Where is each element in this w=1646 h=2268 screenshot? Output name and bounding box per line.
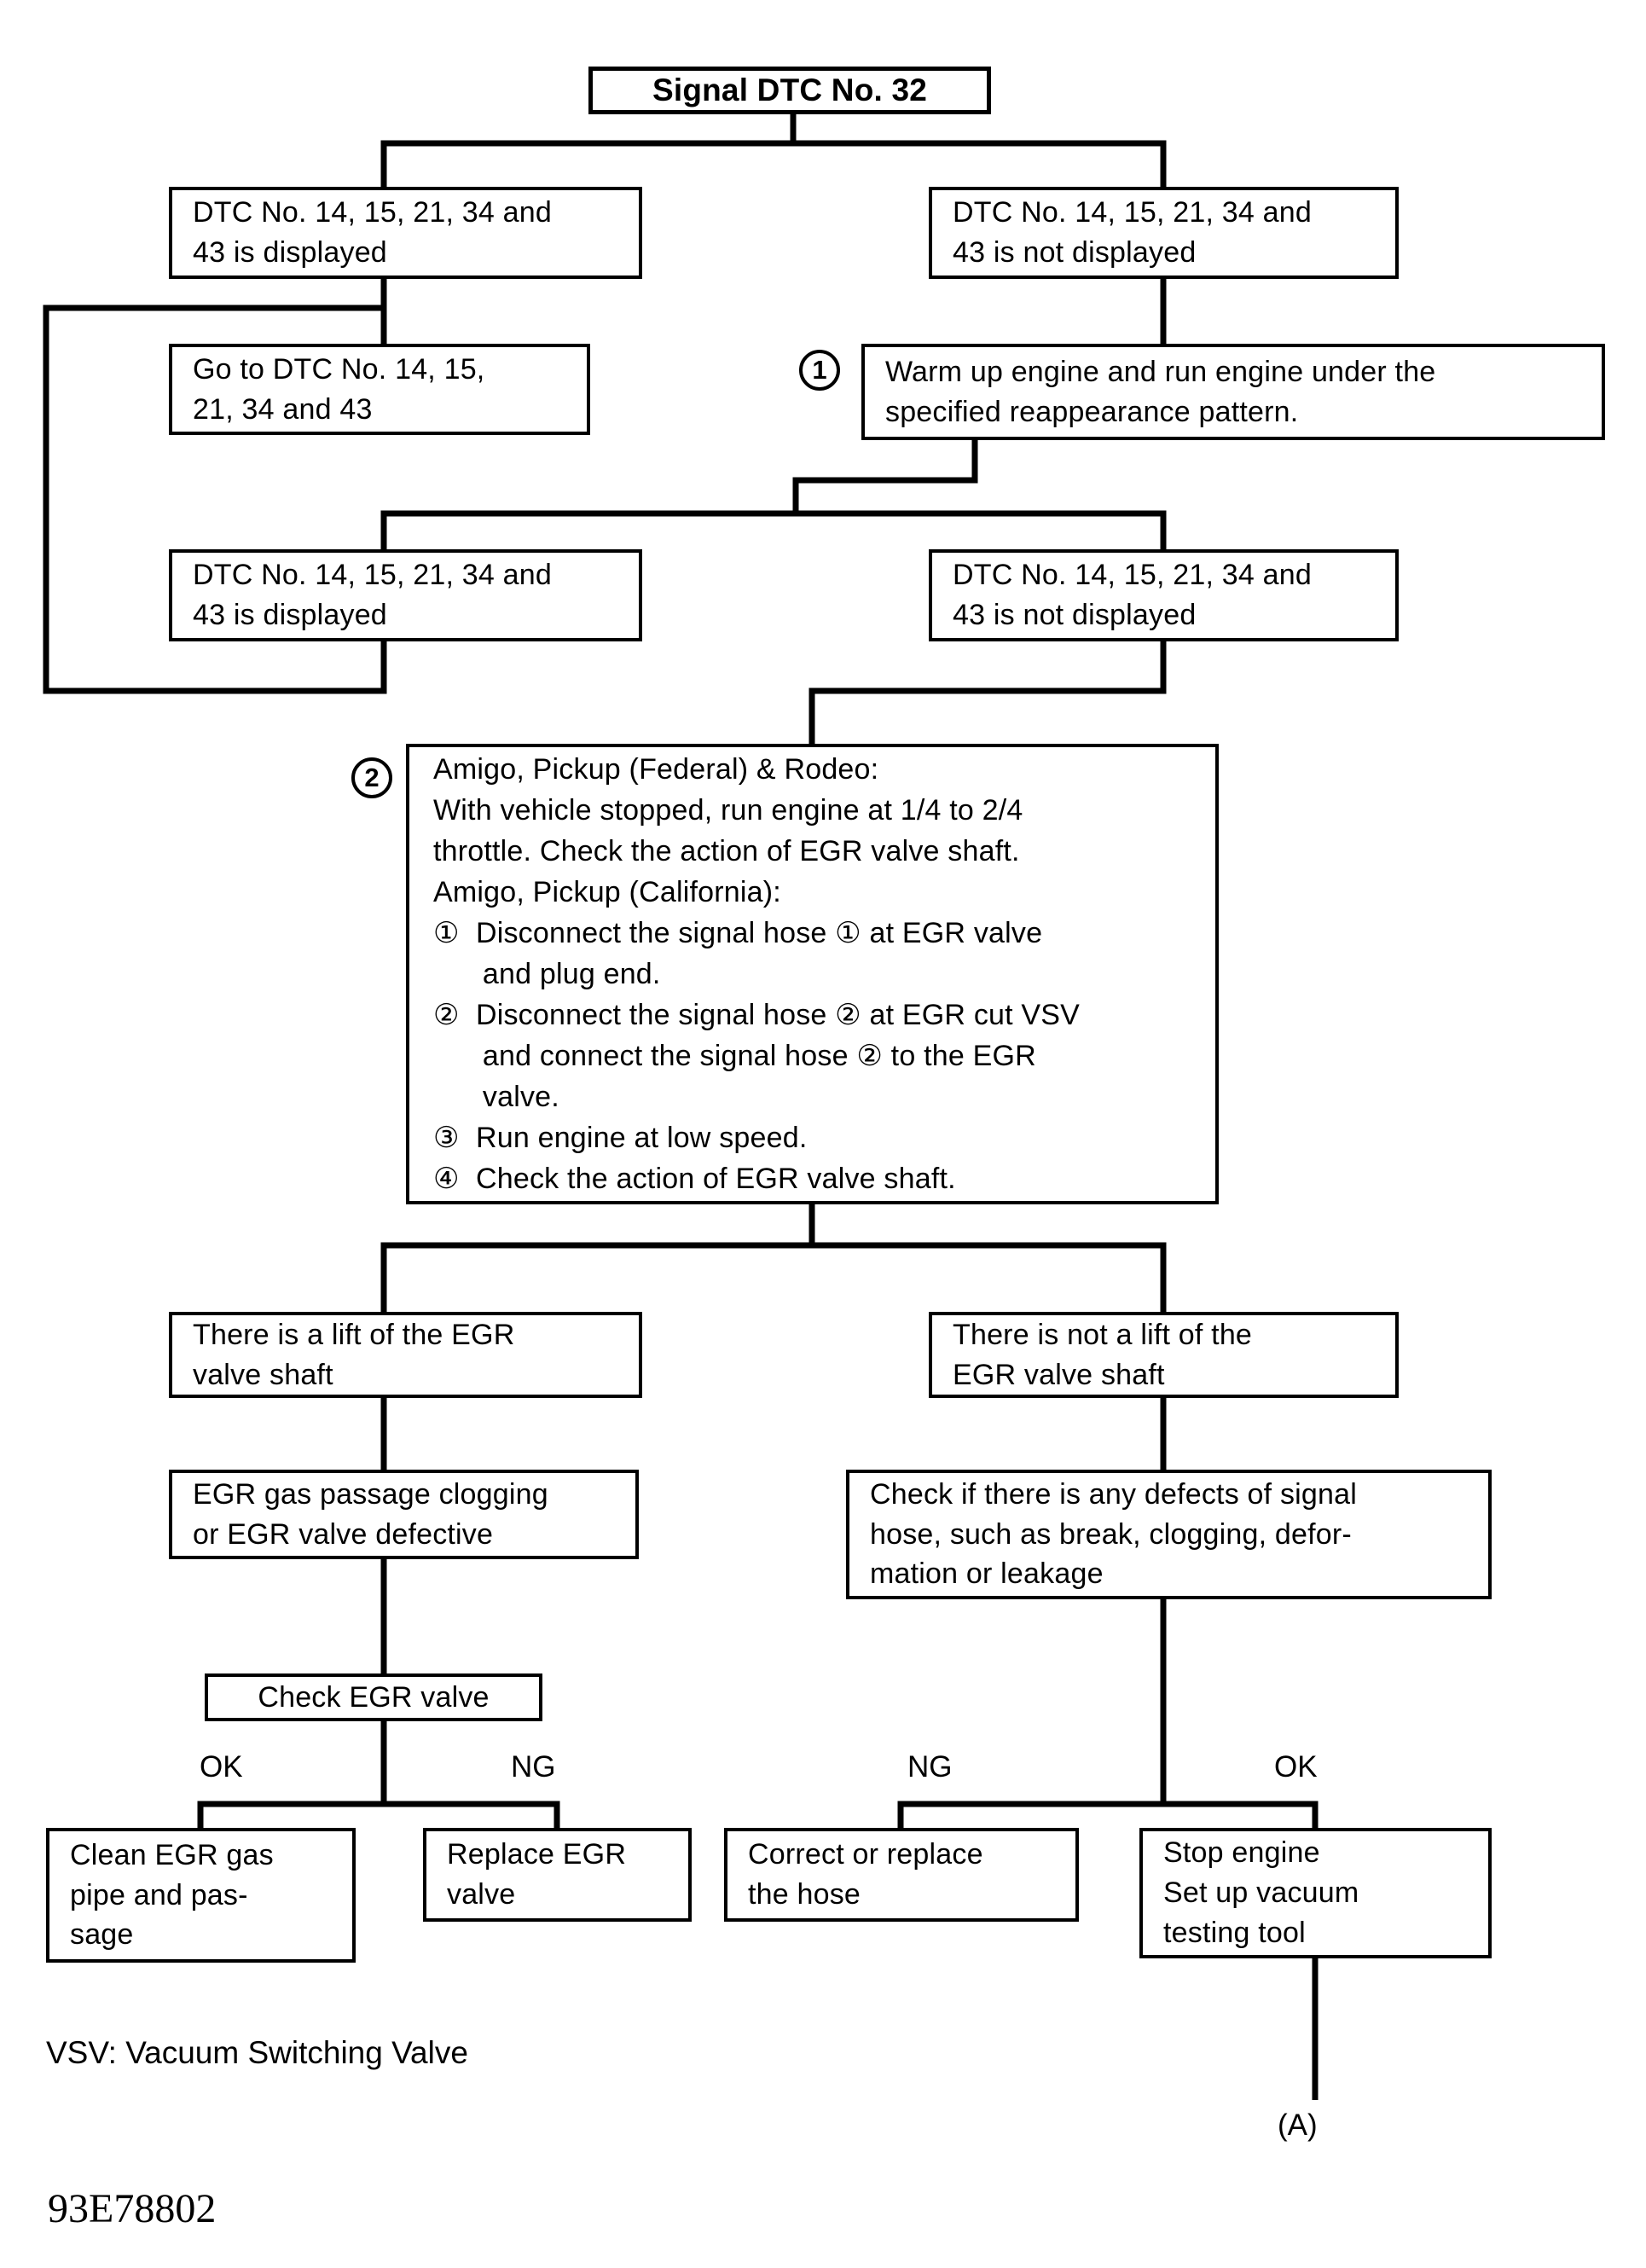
branch-label-ok-left: OK bbox=[196, 1750, 246, 1784]
box-dtc-displayed-top: DTC No. 14, 15, 21, 34 and 43 is display… bbox=[169, 187, 642, 279]
branch-label-ok-right: OK bbox=[1271, 1750, 1321, 1784]
step-2-circle: 2 bbox=[351, 757, 392, 798]
box-warm-up-engine: Warm up engine and run engine under the … bbox=[861, 344, 1605, 440]
box-dtc-not-displayed-top: DTC No. 14, 15, 21, 34 and 43 is not dis… bbox=[929, 187, 1399, 279]
step-1-circle: 1 bbox=[799, 350, 840, 391]
box-egr-passage-clogging: EGR gas passage clogging or EGR valve de… bbox=[169, 1470, 639, 1559]
connector-a-label: (A) bbox=[1278, 2108, 1318, 2142]
box-stop-engine-vacuum-tool: Stop engine Set up vacuum testing tool bbox=[1139, 1828, 1492, 1958]
box-correct-replace-hose: Correct or replace the hose bbox=[724, 1828, 1079, 1922]
branch-label-ng-right: NG bbox=[904, 1750, 956, 1784]
figure-code: 93E78802 bbox=[48, 2186, 217, 2231]
box-dtc-not-displayed-second: DTC No. 14, 15, 21, 34 and 43 is not dis… bbox=[929, 549, 1399, 641]
box-check-egr-valve: Check EGR valve bbox=[205, 1673, 542, 1721]
box-dtc-displayed-second: DTC No. 14, 15, 21, 34 and 43 is display… bbox=[169, 549, 642, 641]
branch-label-ng-left: NG bbox=[507, 1750, 559, 1784]
box-lift-of-egr-shaft: There is a lift of the EGR valve shaft bbox=[169, 1312, 642, 1398]
box-goto-dtc: Go to DTC No. 14, 15, 21, 34 and 43 bbox=[169, 344, 590, 435]
title-box-signal-dtc: Signal DTC No. 32 bbox=[588, 67, 991, 114]
box-no-lift-of-egr-shaft: There is not a lift of the EGR valve sha… bbox=[929, 1312, 1399, 1398]
box-egr-check-procedure: Amigo, Pickup (Federal) & Rodeo: With ve… bbox=[406, 744, 1219, 1204]
box-replace-egr-valve: Replace EGR valve bbox=[423, 1828, 692, 1922]
box-check-signal-hose-defects: Check if there is any defects of signal … bbox=[846, 1470, 1492, 1599]
box-clean-egr-pipe: Clean EGR gas pipe and pas- sage bbox=[46, 1828, 356, 1963]
vsv-footnote: VSV: Vacuum Switching Valve bbox=[46, 2035, 468, 2070]
